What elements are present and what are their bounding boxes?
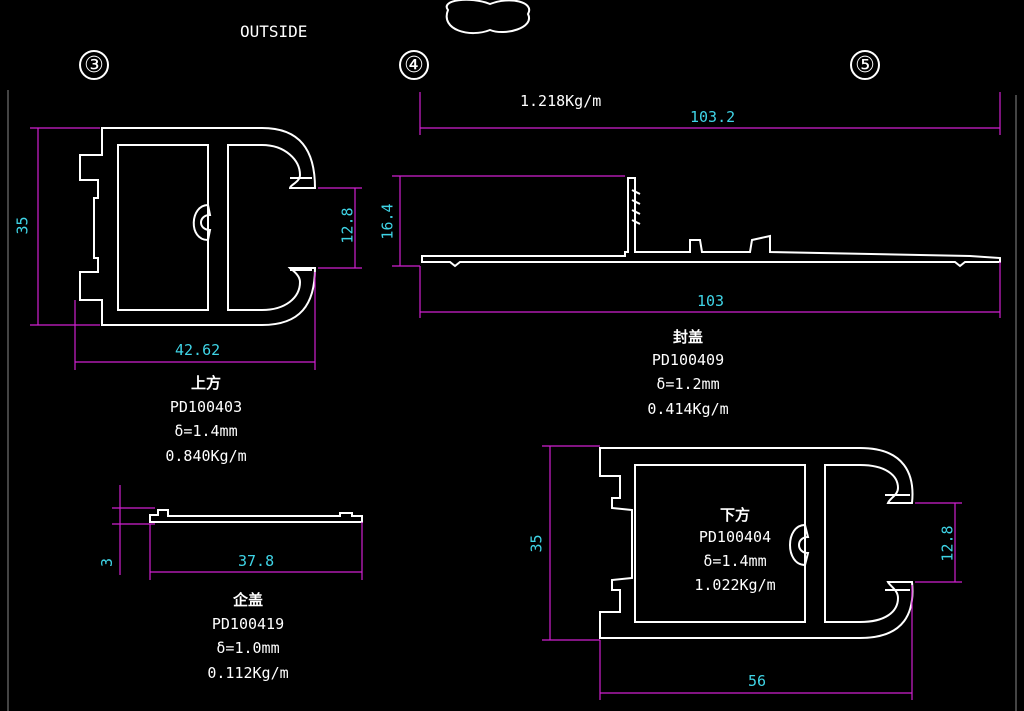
marker-5: ⑤ (850, 50, 880, 80)
dim-qigai-width: 37.8 (238, 552, 275, 570)
dim-xiafang-width: 56 (748, 672, 767, 690)
qigai-code: PD100419 (211, 615, 285, 633)
dim-shangfang-width: 42.62 (175, 341, 221, 359)
dim-fenggai-top-weight: 1.218Kg/m (520, 92, 602, 110)
shangfang-weight: 0.840Kg/m (165, 447, 247, 465)
profile-fenggai (421, 177, 1001, 268)
marker-3: ③ (79, 50, 109, 80)
xiafang-thickness: δ=1.4mm (703, 552, 767, 570)
shangfang-code: PD100403 (169, 398, 243, 416)
dims-fenggai (392, 92, 1001, 318)
fenggai-code: PD100409 (651, 351, 725, 369)
profile-qigai (149, 509, 363, 523)
profile-shangfang (79, 127, 317, 326)
outside-label: OUTSIDE (240, 22, 308, 41)
xiafang-name: 下方 (719, 506, 751, 524)
shangfang-thickness: δ=1.4mm (174, 422, 238, 440)
dim-shangfang-opening: 12.8 (338, 207, 357, 244)
shangfang-name: 上方 (190, 374, 222, 392)
dim-shangfang-height: 35 (13, 216, 32, 235)
fenggai-name: 封盖 (672, 328, 704, 346)
dim-xiafang-opening: 12.8 (938, 525, 957, 562)
dim-qigai-height: 3 (98, 557, 117, 568)
xiafang-weight: 1.022Kg/m (694, 576, 776, 594)
dims-qigai (112, 485, 363, 580)
dim-fenggai-top-width: 103.2 (690, 108, 736, 126)
qigai-weight: 0.112Kg/m (207, 664, 289, 682)
xiafang-code: PD100404 (698, 528, 772, 546)
dim-xiafang-height: 35 (527, 534, 546, 553)
marker-4: ④ (399, 50, 429, 80)
profile-xiafang (599, 447, 914, 639)
dim-fenggai-width: 103 (697, 292, 725, 310)
dims-shangfang (30, 127, 362, 370)
dim-fenggai-height: 16.4 (378, 203, 397, 240)
qigai-name: 企盖 (232, 591, 264, 609)
top-blob-shape (445, 0, 531, 35)
dims-xiafang (542, 445, 962, 700)
qigai-thickness: δ=1.0mm (216, 639, 280, 657)
fenggai-weight: 0.414Kg/m (647, 400, 729, 418)
fenggai-thickness: δ=1.2mm (656, 375, 720, 393)
